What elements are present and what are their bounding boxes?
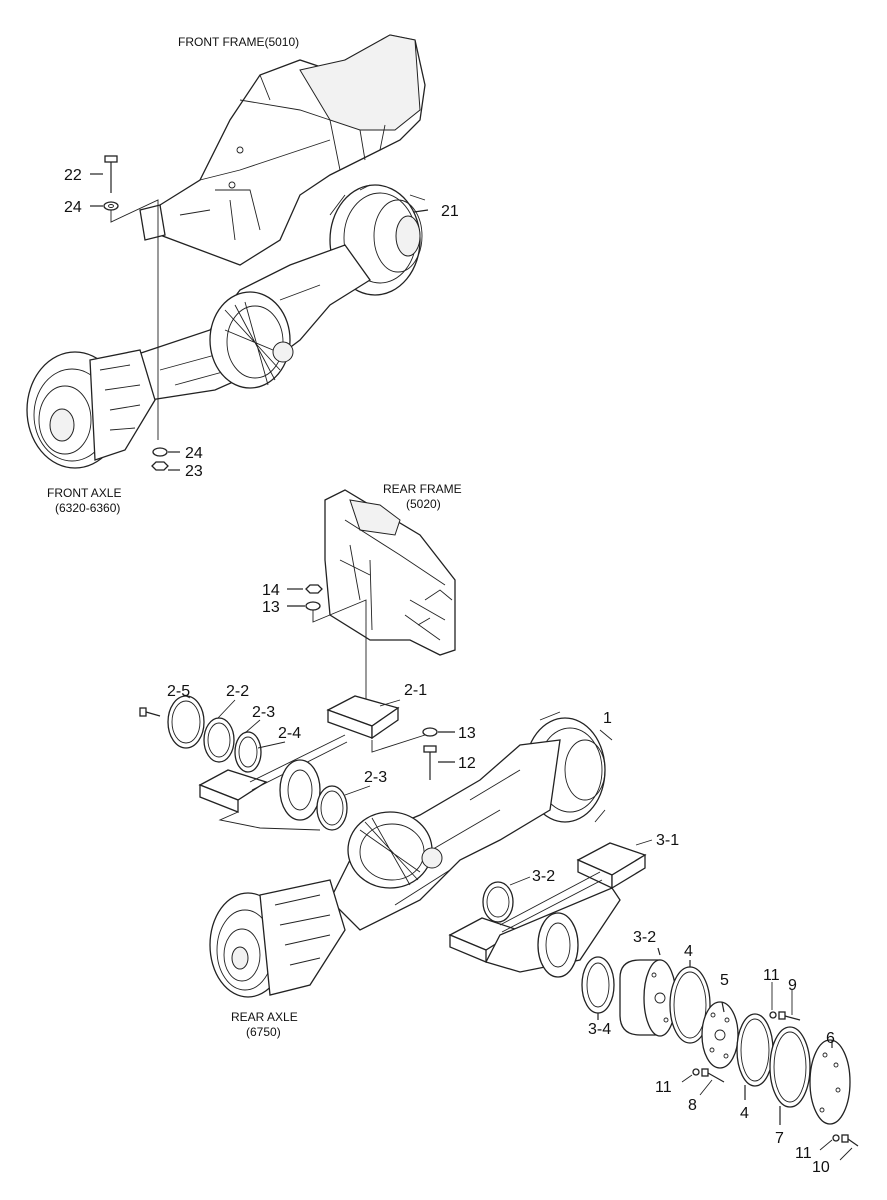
bushing-3-4 <box>581 956 615 1020</box>
front-support-bracket <box>198 695 400 831</box>
shim-4-top <box>669 960 711 1044</box>
bolt-9-washer-11 <box>769 982 801 1021</box>
rear-nut-14 <box>287 584 323 594</box>
callout-11-bottom: 11 <box>795 1145 812 1162</box>
front-nut-23 <box>151 461 180 471</box>
front-axle-caption-line2: (6320-6360) <box>55 501 120 515</box>
callout-4-bottom: 4 <box>740 1105 749 1122</box>
bolt-10-washer-11 <box>819 1134 859 1161</box>
callout-13-top: 13 <box>262 599 280 616</box>
callout-11-middle: 11 <box>655 1079 672 1096</box>
front-frame-drawing <box>139 34 426 266</box>
rear-axle-caption-line2: (6750) <box>246 1025 281 1039</box>
support-bolt-2-5 <box>139 707 161 717</box>
front-washer-24-bottom <box>152 447 180 457</box>
callout-2-3-bottom: 2-3 <box>364 769 387 786</box>
callout-6: 6 <box>826 1030 835 1047</box>
front-frame-caption: FRONT FRAME(5010) <box>178 35 299 49</box>
callout-13-side: 13 <box>458 725 476 742</box>
support-washer-13 <box>371 727 455 753</box>
gasket-7 <box>769 1026 811 1125</box>
callout-1: 1 <box>603 710 612 727</box>
callout-14: 14 <box>262 582 280 599</box>
cover-6 <box>809 1039 851 1125</box>
callout-24-top: 24 <box>64 199 82 216</box>
callout-9: 9 <box>788 977 797 994</box>
rear-washer-13-top <box>287 599 367 700</box>
callout-7: 7 <box>775 1130 784 1147</box>
callout-3-2-block: 3-2 <box>633 929 656 946</box>
front-support-rings <box>167 695 348 831</box>
bolt-8-washer-11 <box>681 1068 725 1096</box>
shim-4-bottom <box>736 1013 774 1100</box>
rear-frame-caption-line1: REAR FRAME <box>383 482 462 496</box>
front-axle-drawing <box>26 184 426 469</box>
callout-3-2-ring: 3-2 <box>532 868 555 885</box>
callout-10: 10 <box>812 1159 830 1176</box>
front-washer-24-top <box>90 199 159 440</box>
callout-5: 5 <box>720 972 729 989</box>
support-bolt-12 <box>423 745 455 780</box>
callout-8: 8 <box>688 1097 697 1114</box>
callout-2-1: 2-1 <box>404 682 427 699</box>
front-axle-caption-line1: FRONT AXLE <box>47 486 121 500</box>
rear-support-bracket <box>448 842 647 978</box>
callout-11-top: 11 <box>763 967 780 984</box>
callout-21: 21 <box>441 203 459 220</box>
rear-axle-drawing <box>209 711 613 998</box>
plate-5 <box>701 1001 739 1069</box>
rear-frame-caption-line2: (5020) <box>406 497 441 511</box>
callout-3-1: 3-1 <box>656 832 679 849</box>
rear-frame-drawing <box>324 489 456 656</box>
callout-24-bottom: 24 <box>185 445 203 462</box>
callout-22: 22 <box>64 167 82 184</box>
callout-4-top: 4 <box>684 943 693 960</box>
spacer-block-3-2 <box>619 947 677 1037</box>
callout-2-2: 2-2 <box>226 683 249 700</box>
rear-support-ring-3-2 <box>482 881 514 923</box>
callout-2-3-top: 2-3 <box>252 704 275 721</box>
front-bolt-22 <box>90 155 118 193</box>
callout-2-5: 2-5 <box>167 683 190 700</box>
rear-axle-caption-line1: REAR AXLE <box>231 1010 298 1024</box>
callout-12: 12 <box>458 755 476 772</box>
callout-23: 23 <box>185 463 203 480</box>
callout-3-4: 3-4 <box>588 1021 611 1038</box>
callout-2-4: 2-4 <box>278 725 301 742</box>
